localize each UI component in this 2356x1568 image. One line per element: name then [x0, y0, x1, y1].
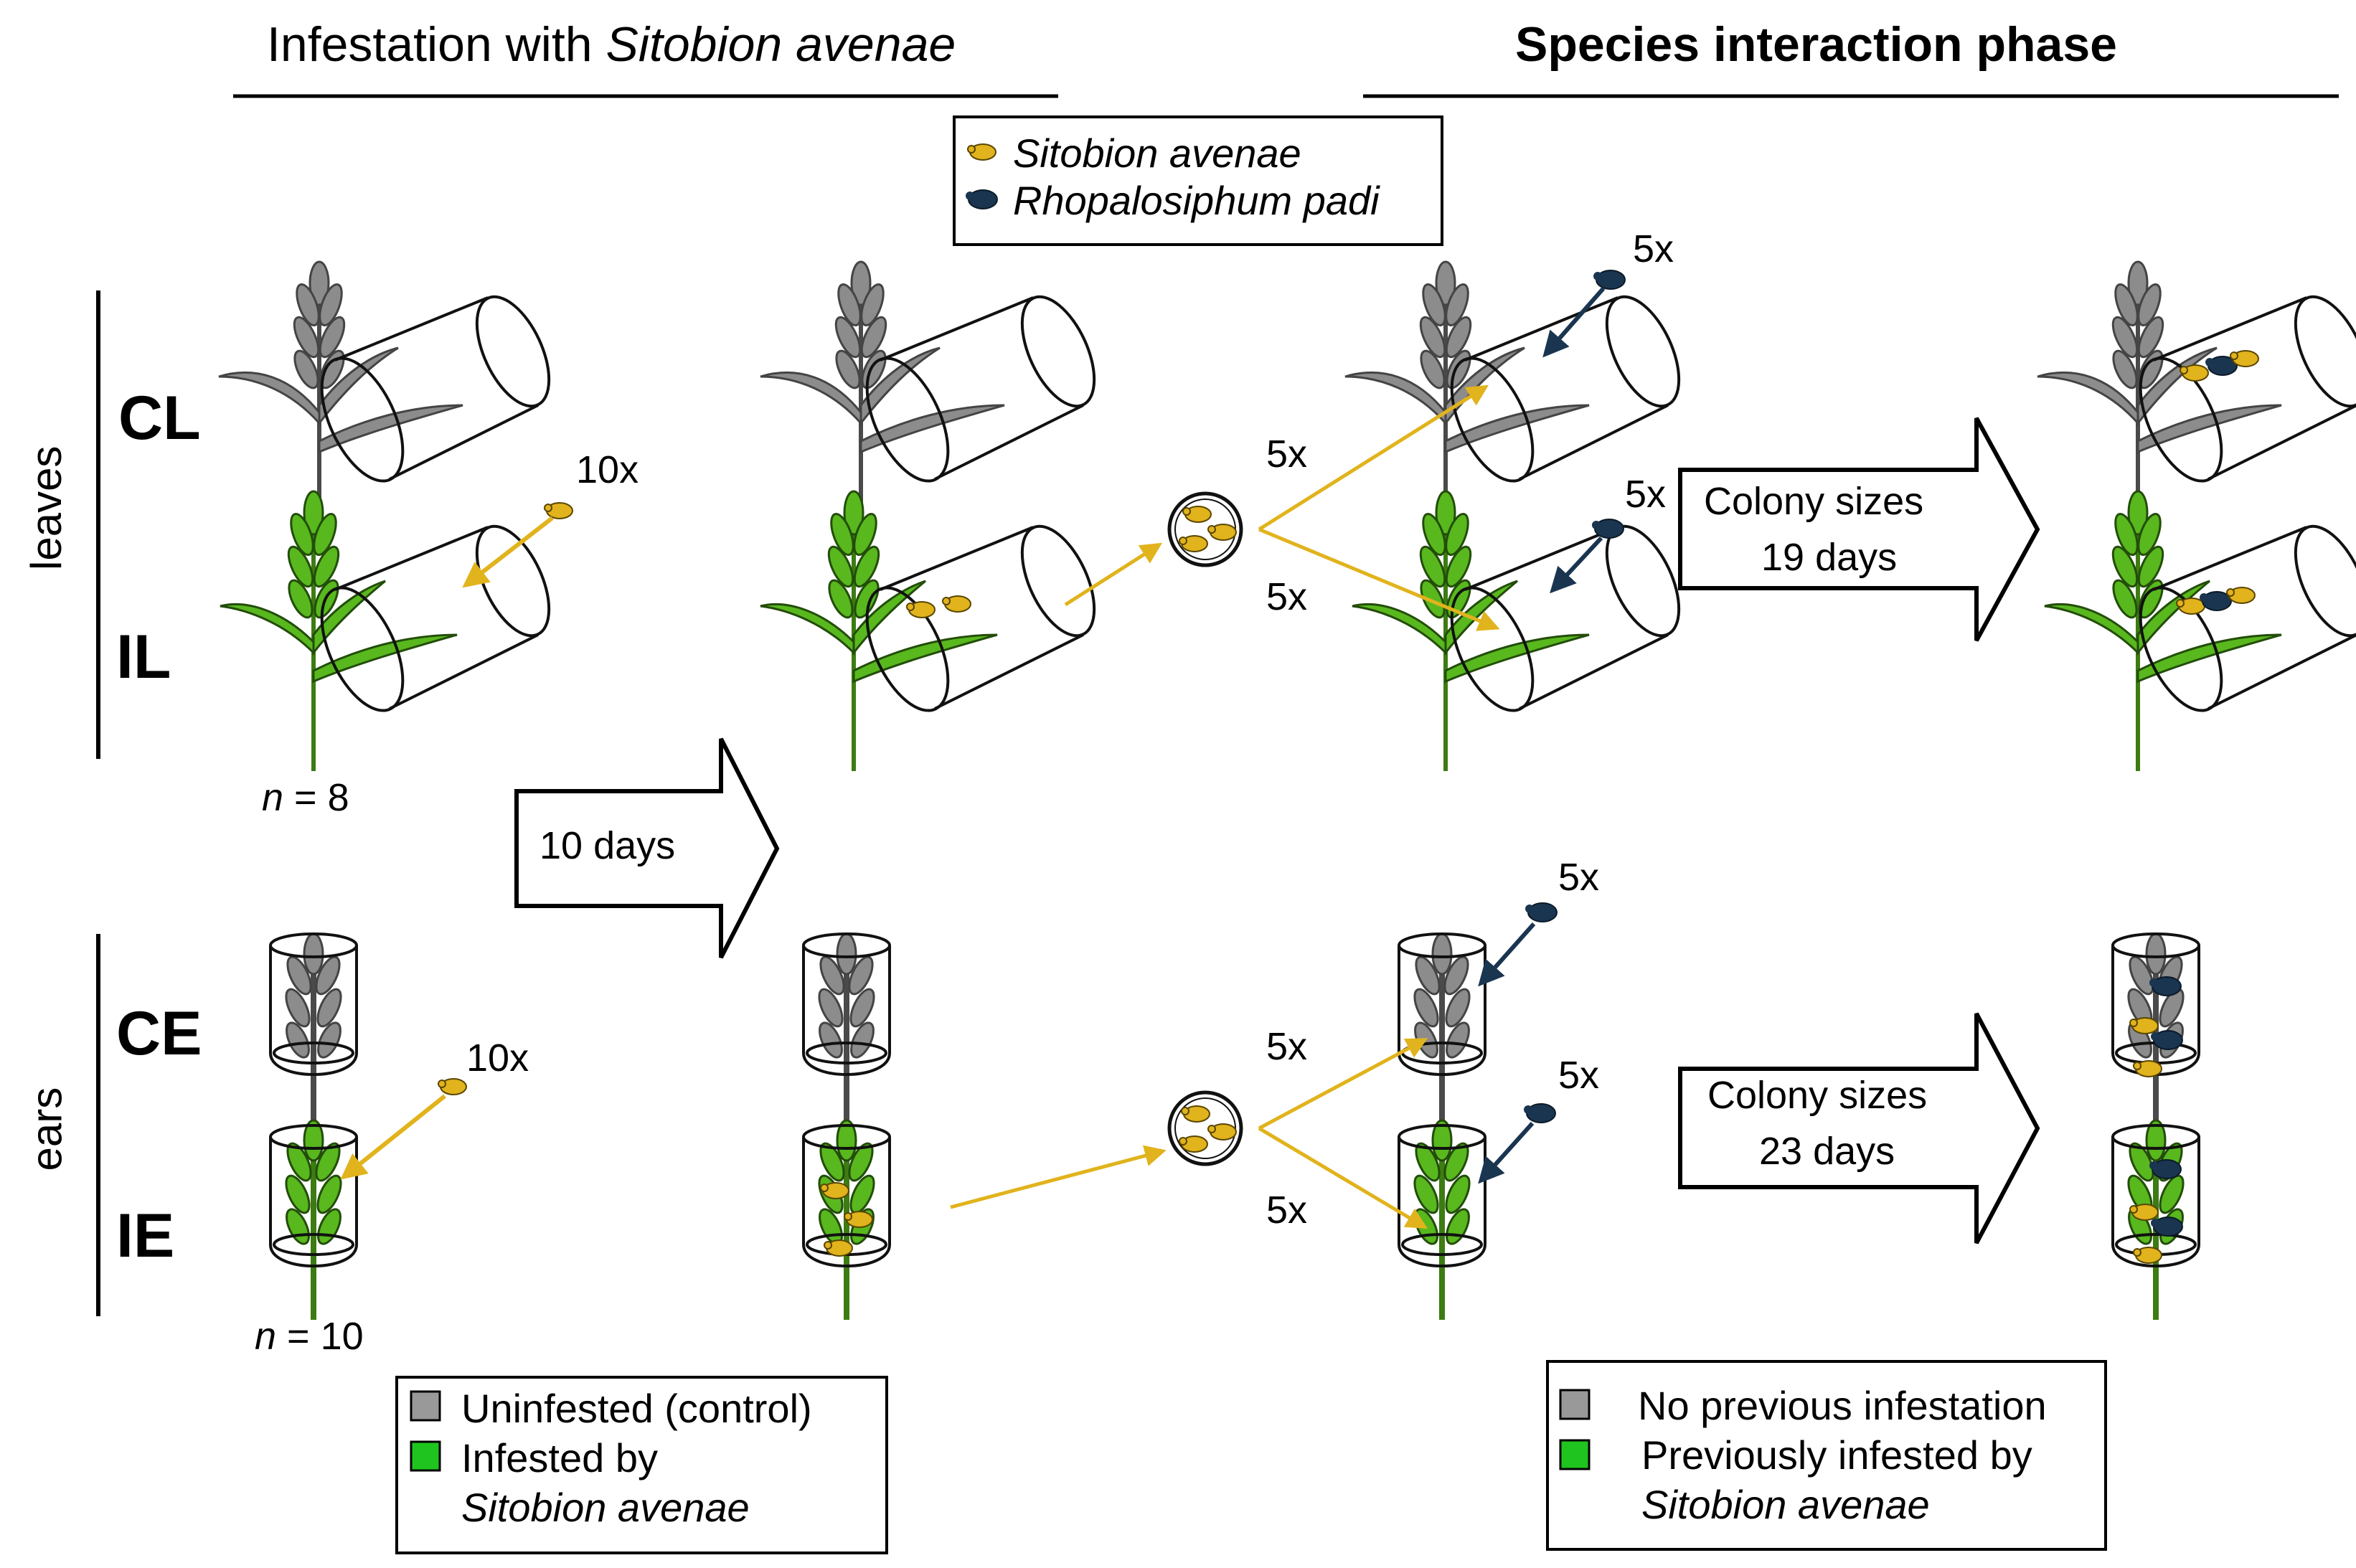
infest-arrow-ears [340, 1094, 446, 1180]
petri-dish-ears [1167, 1090, 1243, 1166]
sample-size-ears: n = 10 [255, 1317, 364, 1356]
plant-cl-col1 [219, 262, 565, 513]
transfer-arrow-ears-ce [1258, 1038, 1428, 1130]
transfer-arrow-leaves-il [1258, 527, 1500, 631]
header-left-title: Infestation with Sitobion avenae [267, 20, 956, 69]
legend-right-grey-swatch [1559, 1389, 1591, 1420]
plant-il-col2 [760, 491, 1111, 771]
colony-ears-line1: Colony sizes [1707, 1074, 1928, 1117]
plant-ce-col3 [1398, 934, 1486, 1133]
legend-right-box [1546, 1360, 2107, 1551]
transfer-arrow-leaves-cl [1258, 384, 1489, 532]
legend-right-green-species: Sitobion avenae [1641, 1482, 1930, 1527]
plant-il-col1 [220, 491, 565, 771]
sample-size-ears-symbol: n [255, 1315, 277, 1358]
padi-arrow-ie [1478, 1121, 1535, 1184]
header-right-title: Species interaction phase [1515, 17, 2117, 72]
infest-arrow-leaves [462, 516, 554, 588]
legend-left-green-label: Infested by [461, 1435, 658, 1480]
sitobion-aphid-leaves [544, 502, 573, 519]
transfer-arrow-ears-in [950, 1145, 1167, 1209]
treatment-label-il: IL [116, 623, 171, 691]
legend-left-grey-swatch [410, 1390, 441, 1422]
count-transfer-ears-ie: 5x [1266, 1189, 1308, 1232]
padi-aphid-ce [1525, 902, 1558, 922]
treatment-label-cl: CL [118, 384, 201, 453]
group-label-ears: ears [22, 1087, 71, 1171]
arrow-colony-leaves [1678, 417, 2040, 642]
sample-size-leaves-symbol: n [262, 776, 284, 819]
petri-dish-leaves [1167, 491, 1243, 567]
legend-left-box [395, 1376, 888, 1554]
plant-ie-col4 [2111, 1120, 2200, 1320]
plant-ie-col2 [802, 1120, 891, 1320]
padi-aphid-cl [1593, 270, 1626, 290]
legend-left-green-species: Sitobion avenae [461, 1485, 750, 1530]
count-infest-ears: 10x [466, 1036, 529, 1080]
legend-left-green-swatch [410, 1440, 441, 1472]
arrow-colony-ears [1678, 1012, 2040, 1245]
plant-ie-col1 [269, 1120, 358, 1320]
legend-right-grey-label: No previous infestation [1638, 1383, 2047, 1428]
padi-arrow-cl [1542, 287, 1606, 358]
count-transfer-leaves-cl: 5x [1266, 433, 1308, 476]
count-padi-il: 5x [1625, 473, 1667, 516]
colony-leaves-line2: 19 days [1761, 536, 1898, 579]
count-infest-leaves: 10x [576, 448, 639, 491]
header-left-prefix: Infestation with [267, 17, 606, 72]
plant-ce-col2 [802, 934, 891, 1133]
colony-ears-line2: 23 days [1759, 1130, 1895, 1173]
padi-aphid-ie [1523, 1103, 1556, 1123]
treatment-label-ie: IE [116, 1201, 175, 1270]
arrow-10-days-label: 10 days [539, 824, 676, 867]
transfer-arrow-leaves-in [1064, 542, 1163, 607]
treatment-label-ce: CE [116, 999, 202, 1068]
colony-leaves-line1: Colony sizes [1704, 480, 1924, 523]
sample-size-leaves: n = 8 [262, 778, 349, 817]
plant-cl-col4 [2037, 262, 2356, 513]
header-left-species: Sitobion avenae [606, 17, 956, 72]
sample-size-ears-value: = 10 [276, 1315, 364, 1358]
species-legend-box [953, 115, 1443, 246]
count-transfer-ears-ce: 5x [1266, 1025, 1308, 1068]
padi-arrow-ce [1478, 922, 1536, 987]
plant-ce-col1 [269, 934, 358, 1133]
padi-arrow-il [1550, 536, 1603, 594]
sitobion-aphid-ears [438, 1078, 467, 1095]
count-transfer-leaves-il: 5x [1266, 575, 1308, 618]
plant-il-col3 [1352, 491, 1695, 771]
count-padi-cl: 5x [1633, 227, 1674, 270]
legend-right-green-swatch [1559, 1439, 1591, 1470]
plant-ce-col4 [2111, 934, 2200, 1133]
species-legend-padi: Rhopalosiphum padi [1013, 178, 1380, 223]
count-padi-ie: 5x [1558, 1054, 1600, 1097]
transfer-arrow-ears-ie [1258, 1126, 1428, 1229]
count-padi-ce: 5x [1558, 856, 1600, 899]
arrow-10-days [514, 737, 780, 959]
group-label-leaves: leaves [22, 445, 70, 570]
legend-right-green-label: Previously infested by [1641, 1432, 2032, 1478]
sample-size-leaves-value: = 8 [283, 776, 349, 819]
plant-cl-col2 [760, 262, 1111, 513]
plant-il-col4 [2045, 491, 2356, 771]
species-legend-sitobion: Sitobion avenae [1013, 131, 1301, 176]
legend-left-grey-label: Uninfested (control) [461, 1386, 812, 1431]
